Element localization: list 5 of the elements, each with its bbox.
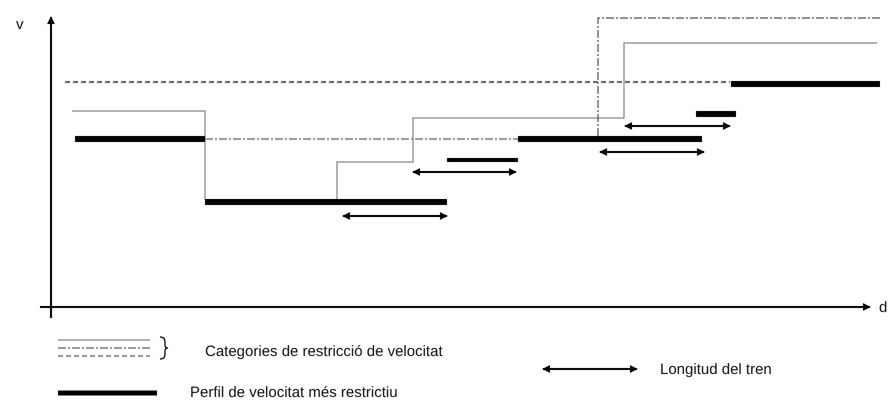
axis-label: d <box>879 299 888 317</box>
legend-text: Categories de restricció de velocitat <box>205 343 443 361</box>
axis-label: v <box>16 16 24 34</box>
legend-text: Perfil de velocitat més restrictiu <box>190 384 398 402</box>
legend-text: Longitud del tren <box>660 361 772 379</box>
